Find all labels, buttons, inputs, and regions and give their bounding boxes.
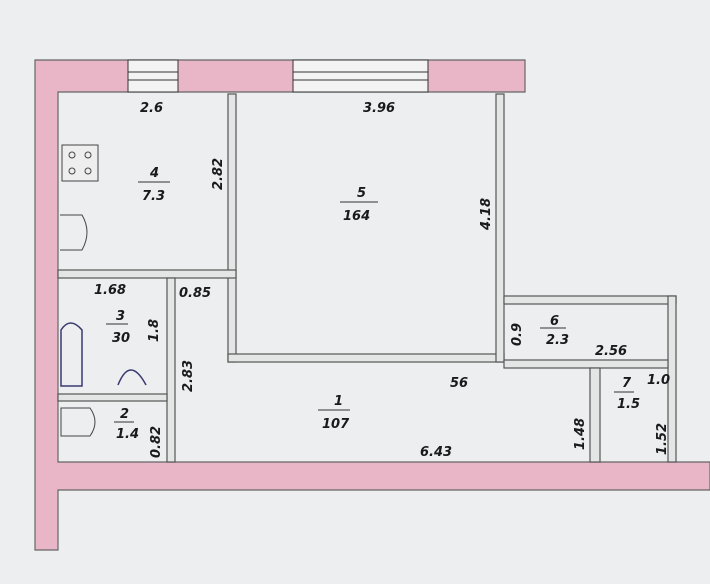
dim-label: 6.43 — [420, 445, 452, 460]
room-7-area: 1.5 — [617, 397, 640, 412]
dim-label: 3.96 — [363, 101, 395, 116]
room-3-number: 3 — [116, 309, 125, 324]
room-2-area: 1.4 — [116, 427, 139, 442]
dim-label: 2.82 — [211, 158, 226, 190]
room-2-number: 2 — [120, 407, 129, 422]
room-1-area: 107 — [322, 417, 350, 432]
dimension-labels: 2.6 3.96 2.82 4.18 1.68 0.85 1.8 2.83 0.… — [94, 101, 670, 460]
room-6-number: 6 — [550, 314, 559, 329]
dim-label: 2.83 — [181, 360, 196, 392]
exterior-walls — [34, 59, 710, 551]
room-6-area: 2.3 — [546, 333, 569, 348]
dim-label: 1.48 — [573, 418, 588, 450]
sink-icon — [60, 214, 88, 251]
toilet-icon — [60, 407, 96, 437]
bathtub-icon — [60, 322, 83, 387]
fixtures — [60, 144, 147, 437]
dim-label: 2.6 — [140, 101, 163, 116]
gas-valve-icon — [117, 369, 147, 386]
room-4-area: 7.3 — [142, 189, 165, 204]
room-5-number: 5 — [357, 186, 366, 201]
dim-label: 4.18 — [479, 198, 494, 231]
dim-label: 2.56 — [595, 344, 627, 359]
room-5-area: 164 — [343, 209, 370, 224]
room-1-number: 1 — [334, 394, 343, 409]
stove-icon — [61, 144, 99, 182]
dim-label: 1.68 — [94, 283, 126, 298]
interior-walls — [57, 93, 677, 463]
dim-label: 1.8 — [147, 319, 162, 342]
room-3-area: 30 — [112, 331, 130, 346]
dim-label: 1.52 — [655, 423, 670, 455]
dim-label: 1.0 — [647, 373, 670, 388]
room-labels: 4 7.3 5 164 3 30 2 1.4 1 107 6 2.3 7 1.5 — [106, 166, 640, 442]
dim-label: 0.9 — [510, 323, 525, 346]
dim-label: 0.85 — [179, 286, 211, 301]
room-4-number: 4 — [149, 166, 159, 181]
room-7-number: 7 — [622, 376, 632, 391]
dim-label: 56 — [450, 376, 468, 391]
dim-label: 0.82 — [149, 426, 164, 458]
